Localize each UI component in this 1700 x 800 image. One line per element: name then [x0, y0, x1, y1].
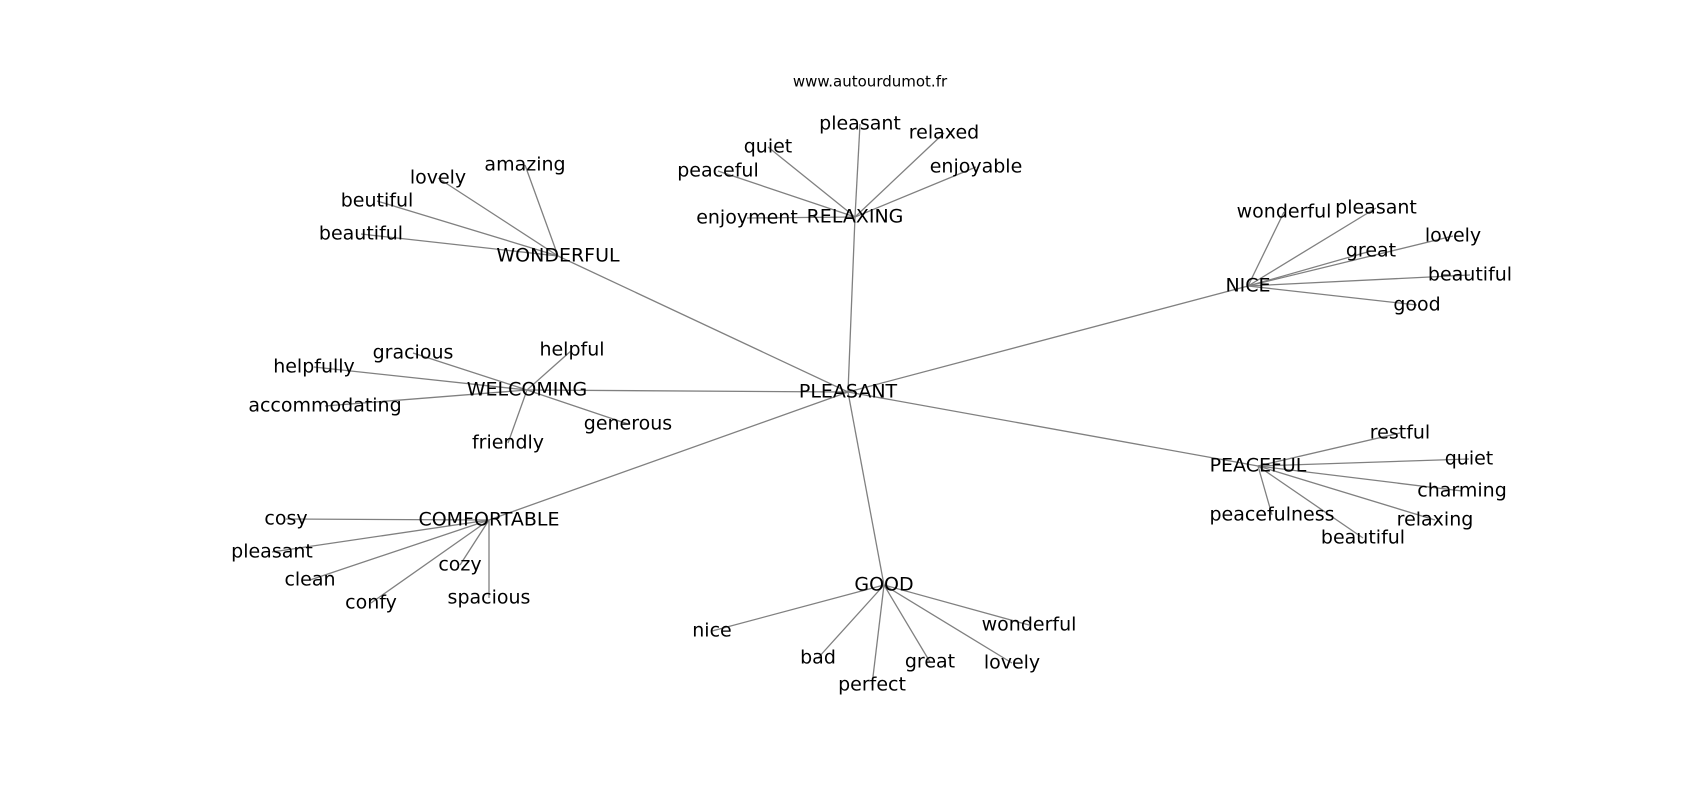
edge-root-good: [847, 391, 885, 586]
edge-peaceful-quiet: [1257, 458, 1470, 467]
edge-relaxing-peaceful: [717, 170, 856, 218]
related-word-good-lovely[interactable]: lovely: [984, 652, 1040, 674]
related-word-peaceful-charming[interactable]: charming: [1417, 480, 1507, 502]
hub-word-welcoming[interactable]: WELCOMING: [467, 379, 588, 401]
edge-root-nice: [847, 285, 1249, 393]
related-word-relaxing-peaceful[interactable]: peaceful: [677, 160, 759, 182]
source-url[interactable]: www.autourdumot.fr: [793, 73, 948, 91]
edge-welcoming-helpful: [526, 349, 573, 391]
related-word-relaxing-relaxed[interactable]: relaxed: [909, 122, 979, 144]
related-word-comfortable-confy[interactable]: confy: [345, 592, 397, 614]
related-word-comfortable-clean[interactable]: clean: [284, 569, 335, 591]
related-word-good-nice[interactable]: nice: [692, 620, 731, 642]
related-word-wonderful-amazing[interactable]: amazing: [484, 154, 565, 176]
related-word-relaxing-enjoyment[interactable]: enjoyment: [696, 207, 798, 229]
edge-relaxing-quiet: [767, 146, 856, 218]
edge-good-lovely: [883, 584, 1013, 664]
related-word-comfortable-cosy[interactable]: cosy: [264, 508, 307, 530]
related-word-peaceful-beautiful[interactable]: beautiful: [1321, 527, 1405, 549]
edge-nice-good: [1247, 285, 1418, 306]
related-word-nice-good[interactable]: good: [1393, 294, 1440, 316]
edge-nice-pleasant: [1247, 207, 1377, 287]
related-word-welcoming-helpful[interactable]: helpful: [539, 339, 604, 361]
related-word-relaxing-pleasant[interactable]: pleasant: [819, 113, 901, 135]
edge-root-peaceful: [847, 391, 1259, 467]
edge-root-welcoming: [526, 389, 849, 393]
related-word-comfortable-spacious[interactable]: spacious: [448, 587, 531, 609]
related-word-welcoming-generous[interactable]: generous: [584, 413, 672, 435]
root-word[interactable]: PLEASANT: [799, 381, 898, 403]
related-word-nice-great[interactable]: great: [1346, 240, 1396, 262]
related-word-wonderful-beautiful[interactable]: beautiful: [319, 223, 403, 245]
related-word-peaceful-quiet[interactable]: quiet: [1445, 448, 1494, 470]
edge-good-great: [883, 584, 931, 663]
edge-good-wonderful: [883, 584, 1030, 626]
related-word-comfortable-cozy[interactable]: cozy: [438, 554, 481, 576]
related-word-good-perfect[interactable]: perfect: [838, 674, 906, 696]
related-word-nice-beautiful[interactable]: beautiful: [1428, 264, 1512, 286]
hub-word-nice[interactable]: NICE: [1225, 275, 1270, 297]
related-word-wonderful-beutiful[interactable]: beutiful: [341, 190, 414, 212]
labels-layer: www.autourdumot.fr PLEASANT WONDERFUL ama…: [231, 73, 1512, 696]
edge-peaceful-relaxing: [1257, 465, 1436, 521]
related-word-comfortable-pleasant[interactable]: pleasant: [231, 541, 313, 563]
related-word-good-bad[interactable]: bad: [800, 647, 836, 669]
edges-layer: [271, 123, 1471, 686]
edge-relaxing-enjoyable: [854, 166, 977, 218]
edge-comfortable-confy: [370, 519, 490, 604]
related-word-good-wonderful[interactable]: wonderful: [982, 614, 1077, 636]
edge-peaceful-peacefulness: [1257, 465, 1273, 516]
edge-welcoming-accommodating: [324, 389, 528, 407]
edge-welcoming-friendly: [507, 389, 528, 444]
edge-wonderful-beautiful: [360, 233, 559, 257]
edge-nice-lovely: [1247, 235, 1454, 287]
edge-nice-beautiful: [1247, 274, 1471, 287]
edge-root-relaxing: [847, 216, 856, 393]
related-word-welcoming-friendly[interactable]: friendly: [472, 432, 544, 454]
edge-peaceful-restful: [1257, 432, 1401, 467]
hub-word-good[interactable]: GOOD: [854, 574, 913, 596]
edge-welcoming-helpfully: [313, 366, 528, 391]
edge-root-comfortable: [488, 391, 849, 521]
edge-comfortable-clean: [309, 519, 490, 581]
edge-relaxing-relaxed: [854, 132, 945, 218]
related-word-relaxing-enjoyable[interactable]: enjoyable: [930, 156, 1023, 178]
edge-welcoming-generous: [526, 389, 629, 425]
hub-word-relaxing[interactable]: RELAXING: [807, 206, 904, 228]
related-word-wonderful-lovely[interactable]: lovely: [410, 167, 466, 189]
edge-peaceful-charming: [1257, 465, 1463, 492]
edge-good-nice: [711, 584, 885, 632]
hub-word-peaceful[interactable]: PEACEFUL: [1210, 455, 1307, 477]
related-word-nice-pleasant[interactable]: pleasant: [1335, 197, 1417, 219]
related-word-nice-wonderful[interactable]: wonderful: [1237, 201, 1332, 223]
edge-wonderful-amazing: [524, 164, 559, 257]
edge-wonderful-lovely: [437, 177, 559, 257]
related-word-welcoming-gracious[interactable]: gracious: [373, 342, 454, 364]
hub-word-comfortable[interactable]: COMFORTABLE: [418, 509, 559, 531]
hub-word-wonderful[interactable]: WONDERFUL: [496, 245, 620, 267]
edge-good-bad: [817, 584, 885, 659]
related-word-welcoming-helpfully[interactable]: helpfully: [273, 356, 355, 378]
related-word-relaxing-quiet[interactable]: quiet: [744, 136, 793, 158]
edge-nice-wonderful: [1247, 211, 1285, 287]
related-word-peaceful-relaxing[interactable]: relaxing: [1397, 509, 1474, 531]
edge-comfortable-cosy: [285, 518, 490, 521]
related-word-welcoming-accommodating[interactable]: accommodating: [248, 395, 401, 417]
edge-relaxing-pleasant: [854, 123, 861, 218]
edge-welcoming-gracious: [412, 352, 528, 391]
related-word-nice-lovely[interactable]: lovely: [1425, 225, 1481, 247]
edge-nice-great: [1247, 250, 1372, 287]
related-word-peaceful-restful[interactable]: restful: [1370, 422, 1430, 444]
edge-comfortable-pleasant: [271, 519, 490, 553]
edge-comfortable-cozy: [459, 519, 490, 566]
related-word-good-great[interactable]: great: [905, 651, 955, 673]
edge-peaceful-beautiful: [1257, 465, 1364, 539]
related-word-peaceful-peacefulness[interactable]: peacefulness: [1209, 504, 1334, 526]
edge-good-perfect: [871, 584, 885, 686]
edge-relaxing-enjoyment: [746, 216, 856, 219]
edge-wonderful-beutiful: [376, 200, 559, 257]
edge-root-wonderful: [557, 255, 849, 393]
